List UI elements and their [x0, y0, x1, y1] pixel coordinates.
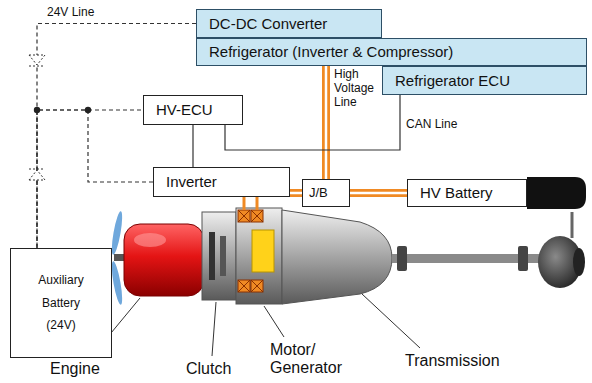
node-text: J/B: [309, 185, 328, 201]
node-text: HV-ECU: [156, 101, 213, 119]
node-text: Refrigerator (Inverter & Compressor): [209, 43, 453, 61]
ecu-box: Refrigerator ECU: [382, 66, 587, 95]
clutch-disc: [209, 232, 215, 280]
part-label: Clutch: [186, 360, 231, 378]
line-label: CAN Line: [406, 118, 457, 132]
hv-cable: [243, 197, 246, 210]
clutch-housing: [202, 212, 236, 300]
universal-joint: [518, 246, 528, 271]
hv-line-core: [290, 192, 302, 195]
line-label: 24V Line: [47, 6, 94, 20]
power-line: [37, 110, 143, 248]
high-voltage-line: [350, 189, 407, 197]
engine-block: [124, 224, 204, 296]
battery-box: Auxiliary Battery (24V): [10, 248, 112, 358]
stator-winding: [238, 210, 263, 292]
ecu-box: HV-ECU: [143, 95, 243, 125]
line-label: High Voltage Line: [334, 68, 384, 109]
node-text: Inverter: [166, 173, 217, 191]
clutch-disc: [220, 236, 226, 276]
power-line: [37, 110, 153, 248]
part-label: Transmission: [405, 352, 500, 370]
high-voltage-line: [290, 189, 302, 197]
leader-line: [264, 306, 284, 337]
node-text: Refrigerator ECU: [395, 72, 510, 90]
junction-dot: [85, 107, 91, 113]
power-line: [37, 24, 196, 249]
diode-symbol: [29, 169, 45, 180]
hv-line-core: [350, 192, 407, 195]
junction-box: J/B: [302, 179, 350, 207]
transmission-case: [282, 210, 392, 304]
node-text: DC-DC Converter: [209, 15, 327, 33]
can-line: [225, 95, 400, 150]
engine-highlight: [134, 233, 166, 247]
node-text: Auxiliary Battery (24V): [31, 269, 91, 337]
junction-dot: [34, 107, 40, 113]
motor-housing: [236, 208, 282, 304]
inverter-box: Inverter: [153, 167, 290, 197]
part-label: Engine: [50, 360, 100, 378]
motor-rotor: [252, 230, 274, 272]
differential-cap: [573, 248, 585, 276]
converter-box: DC-DC Converter: [196, 9, 382, 38]
refrigerator-box: Refrigerator (Inverter & Compressor): [196, 38, 587, 66]
node-text: HV Battery: [420, 184, 493, 202]
battery-cap: [527, 177, 586, 209]
high-voltage-line: [322, 66, 330, 179]
leader-line: [362, 294, 420, 348]
battery-box: HV Battery: [407, 179, 527, 207]
leader-line: [212, 302, 216, 356]
hv-line-core: [325, 66, 328, 179]
universal-joint: [397, 246, 407, 271]
part-label: Motor/ Generator: [270, 341, 352, 378]
hv-cable: [256, 197, 259, 210]
diode-symbol: [29, 55, 45, 66]
axle: [571, 212, 574, 238]
can-line: [192, 125, 193, 167]
